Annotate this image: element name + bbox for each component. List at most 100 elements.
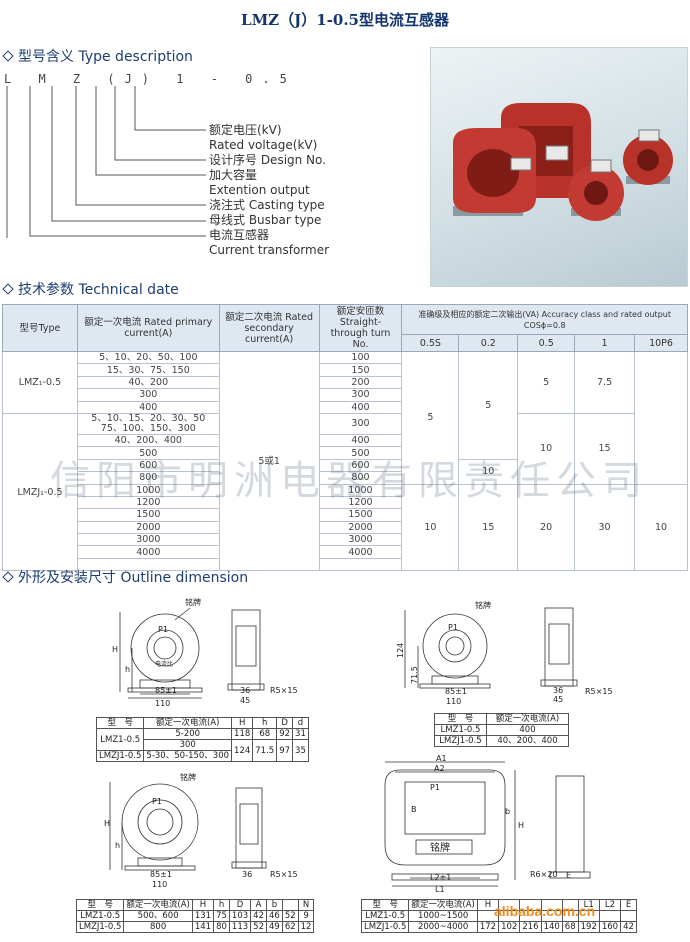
th-turns: 额定安匝数 Straight-through turn No. (318, 304, 403, 352)
d4-L1: L1 (435, 885, 445, 894)
d3-nameplate: 铭牌 (180, 772, 196, 782)
d4-p1: P1 (430, 783, 440, 792)
d4-b: b (505, 807, 510, 816)
d1-p1: P1 (158, 625, 168, 634)
th-accuracy: 准确级及相应的额定二次输出(VA) Accuracy class and rat… (401, 303, 688, 336)
th-class-1: 1 (574, 334, 635, 352)
outline-drawings: 铭牌 P1 电流比 H h 85±1 110 36 45 R5×15 铭牌 P1… (104, 597, 613, 894)
desc-busbar-type: 母线式 Busbar type (209, 213, 322, 227)
d2-p1: P1 (448, 623, 458, 632)
spec-table: 型号Type 额定一次电流 Rated primary current(A) 额… (2, 303, 688, 572)
cell-model-a: LMZ₁-0.5 (2, 351, 78, 414)
d4-H: H (518, 821, 524, 830)
section-technical: 技术参数 Technical date (2, 279, 179, 299)
description-list: 额定电压(kV) Rated voltage(kV) 设计序号 Design N… (209, 123, 329, 258)
d4-E: E (566, 871, 571, 880)
d1-rating: 电流比 (155, 660, 173, 668)
model-code: L M Z (J) 1 - 0.5 (4, 72, 297, 86)
diamond-icon (2, 283, 14, 295)
d1-110: 110 (155, 699, 170, 708)
dim-table-1: 型 号 额定一次电流(A) H h D d LMZ1-0.5 5-200 118… (95, 717, 309, 762)
d2-nameplate: 铭牌 (475, 600, 491, 610)
d1-36: 36 (240, 686, 250, 695)
d1-45: 45 (240, 696, 250, 705)
model-code-leader-lines (6, 86, 206, 238)
d1-H: H (112, 645, 118, 654)
ct-large-front (453, 128, 536, 216)
section-type-description: 型号含义 Type description (2, 46, 193, 66)
cell-model-b: LMZJ₁-0.5 (2, 412, 78, 572)
th-primary: 额定一次电流 Rated primary current(A) (76, 304, 220, 352)
desc-extension-en: Extention output (209, 183, 310, 197)
desc-design-no: 设计序号 Design No. (209, 153, 326, 167)
d3-110: 110 (152, 880, 167, 889)
ct-small-2 (623, 129, 673, 185)
d4-nameplate: 铭牌 (430, 841, 450, 854)
d3-H: H (104, 819, 110, 828)
d4-B: B (411, 805, 417, 814)
d1-85: 85±1 (155, 686, 177, 695)
desc-ct-cn: 电流互感器 (209, 228, 270, 242)
d3-r5: R5×15 (270, 870, 298, 879)
th-class-05: 0.5 (517, 334, 576, 352)
th-class-10p6: 10P6 (634, 334, 688, 352)
d4-A1: A1 (436, 754, 447, 763)
th-model: 型号Type (2, 304, 78, 352)
desc-rated-voltage-en: Rated voltage(kV) (209, 138, 318, 152)
drawing-1 (119, 607, 265, 699)
section-outline: 外形及安装尺寸 Outline dimension (2, 567, 248, 587)
d4-A2: A2 (434, 764, 445, 773)
current-transformer-illustration (453, 103, 673, 221)
d1-r5: R5×15 (270, 686, 298, 695)
table-row: LMZJ1-0.5 5-30、50-150、300 (95, 750, 309, 762)
desc-casting-type: 浇注式 Casting type (209, 198, 325, 212)
d3-p1: P1 (152, 797, 162, 806)
drawing-2 (404, 607, 578, 689)
ct-small-1 (568, 159, 624, 221)
d2-45: 45 (553, 695, 563, 704)
desc-rated-voltage-cn: 额定电压(kV) (209, 123, 282, 137)
d3-h: h (115, 841, 120, 850)
table-row (3, 557, 688, 572)
table-row: LMZ1-0.5 5-200 118 68 92 31 (95, 728, 309, 751)
d1-h: h (125, 665, 130, 674)
product-photo (430, 47, 688, 287)
desc-ct-en: Current transformer (209, 243, 330, 257)
d2-36: 36 (553, 686, 563, 695)
diamond-icon (2, 571, 14, 583)
drawing-4 (384, 761, 591, 887)
th-class-05s: 0.5S (401, 334, 460, 352)
d2-715: 71.5 (410, 666, 419, 684)
watermark-company: 信阳市明洲电器有限责任公司 (50, 458, 648, 504)
table-row: 300 124 71.5 97 35 (97, 739, 309, 762)
d2-110: 110 (446, 697, 461, 706)
d2-124: 124 (396, 643, 405, 658)
d4-r6: R6×20 (530, 870, 558, 879)
drawing-3 (109, 782, 267, 871)
desc-extension-cn: 加大容量 (209, 168, 258, 182)
cell-secondary: 5或1 (218, 350, 320, 572)
d2-85: 85±1 (445, 687, 467, 696)
th-secondary: 额定二次电流 Rated secondary current(A) (218, 304, 320, 352)
table-row: LMZ₁-0.5 5、10、20、50、100 5或1 100 5 5 5 7.… (2, 350, 688, 572)
d1-nameplate: 铭牌 (185, 597, 201, 607)
d2-r5: R5×15 (585, 687, 613, 696)
